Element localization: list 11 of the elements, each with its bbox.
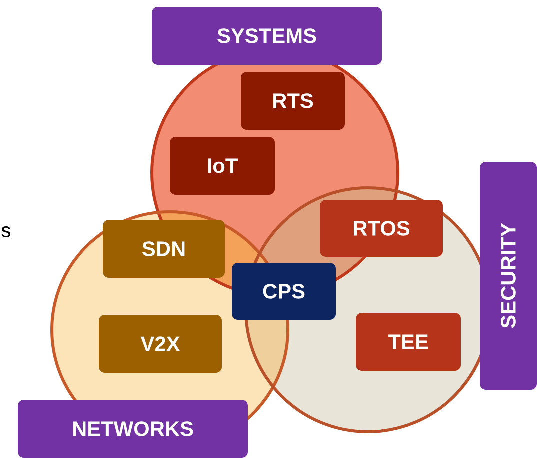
category-label: SYSTEMS	[152, 7, 382, 65]
topic-box: CPS	[232, 263, 336, 320]
category-label: SECURITY	[480, 162, 537, 390]
text-fragment: s	[2, 226, 10, 238]
topic-box: RTS	[241, 72, 345, 130]
topic-box: V2X	[99, 315, 222, 373]
topic-box: IoT	[170, 137, 275, 195]
topic-box: TEE	[356, 313, 461, 371]
topic-box: RTOS	[320, 200, 443, 257]
topic-box: SDN	[103, 220, 225, 278]
category-label: NETWORKS	[18, 400, 248, 458]
